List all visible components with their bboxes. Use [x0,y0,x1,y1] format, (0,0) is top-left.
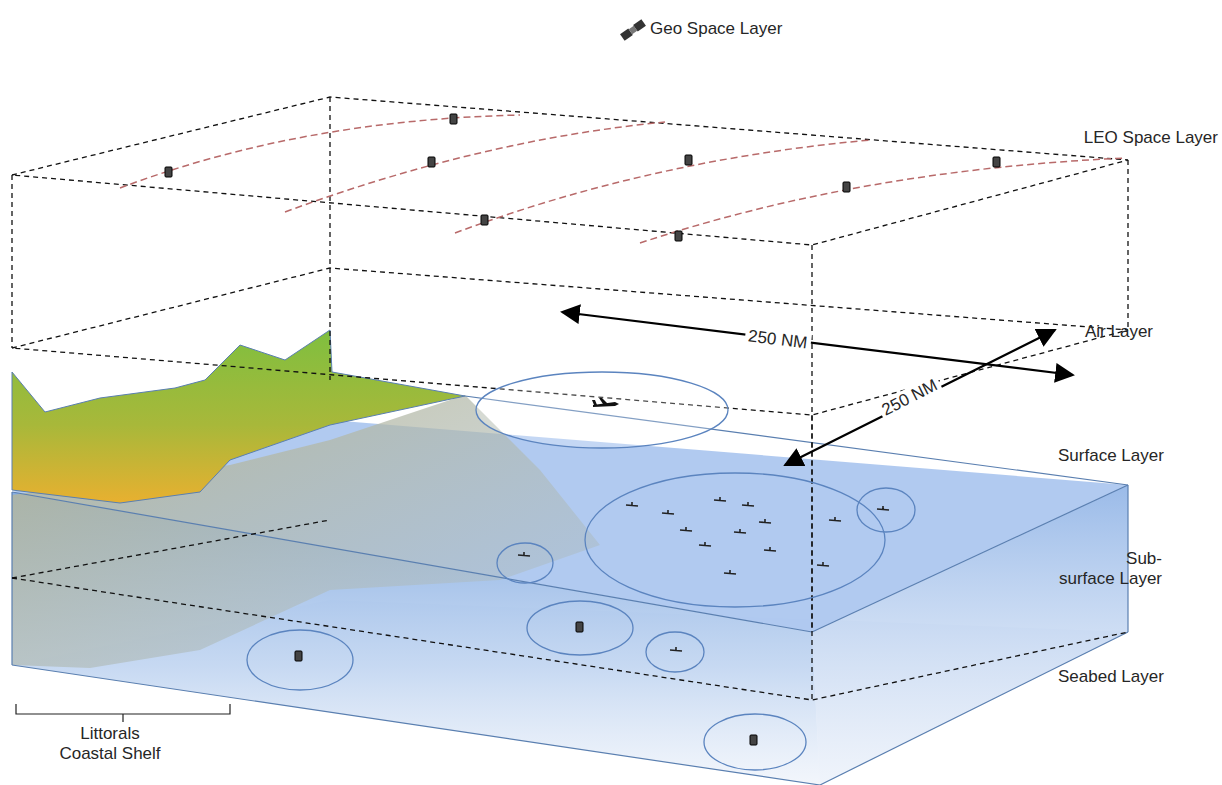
vessel-mark [817,562,829,566]
satellite-icon [620,19,646,40]
area-ellipses [247,372,915,770]
vessel-mark [662,510,674,514]
vessel-mark [877,506,889,510]
vessel-mark [742,502,754,506]
land-mass [12,330,465,503]
water-side [812,485,1128,785]
aircraft-icon [592,398,619,407]
satellites [165,114,1000,241]
dimension-label: 250 NM [744,326,811,353]
water-edges [12,396,1128,785]
vessel-mark [724,570,736,574]
vessel-mark [670,647,682,651]
layer-label: Seabed Layer [1058,667,1164,687]
layer-label: Sub- surface Layer [1059,549,1162,588]
layer-label: LEO Space Layer [1084,128,1218,148]
layer-label: Air Layer [1085,322,1153,342]
dimension-label: 250 NM [876,374,943,421]
vessel-mark [759,519,771,523]
vessel-mark [764,547,776,551]
vessel-mark [518,552,530,556]
vessel-mark [626,502,638,506]
vessel-mark [680,527,692,531]
bracket [16,704,230,722]
dimension-arrows [562,312,1073,465]
vessels [518,497,889,651]
vessel-mark [829,517,841,521]
vessel-mark [699,542,711,546]
vessel-mark [734,529,746,533]
layer-label: Geo Space Layer [650,19,782,39]
seabed-sensors [295,622,757,745]
layer-label: Littorals Coastal Shelf [59,724,160,763]
leo-orbits [120,115,1125,243]
vessel-mark [714,497,726,501]
layer-box [12,97,1128,700]
layer-label: Surface Layer [1058,446,1164,466]
